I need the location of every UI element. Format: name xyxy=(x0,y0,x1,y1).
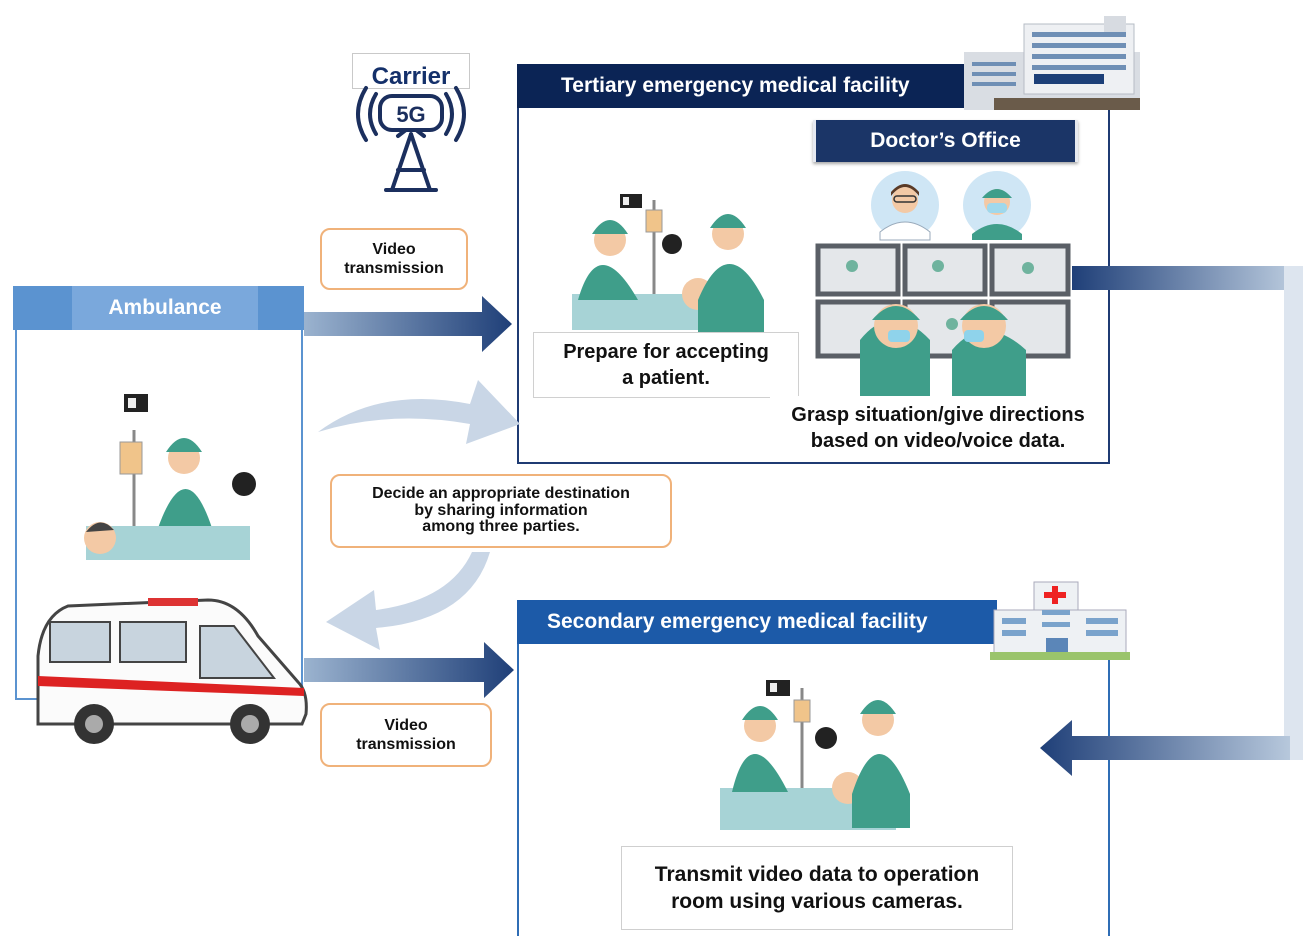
grasp-caption: Grasp situation/give directions based on… xyxy=(770,396,1106,460)
callout-mid-line3: among three parties. xyxy=(422,518,580,536)
prepare-caption: Prepare for accepting a patient. xyxy=(533,332,799,398)
surgeon-avatar-icon xyxy=(963,171,1031,240)
carrier-label: Carrier xyxy=(352,53,470,89)
arrow-to-tertiary xyxy=(304,296,512,352)
tertiary-facility-title: Tertiary emergency medical facility xyxy=(517,64,969,108)
prepare-caption-line2: a patient. xyxy=(622,367,710,389)
ambulance-care-illustration xyxy=(84,394,256,560)
curved-arrow-to-ambulance xyxy=(326,552,490,650)
monitor-wall-icon xyxy=(815,243,1071,396)
hospital-building-icon xyxy=(964,16,1140,110)
transmit-caption: Transmit video data to operation room us… xyxy=(621,846,1013,930)
curved-arrow-to-tertiary xyxy=(318,380,520,444)
arrow-to-secondary xyxy=(304,642,514,698)
prepare-scene-illustration xyxy=(572,194,764,332)
doctors-office-title: Doctor’s Office xyxy=(813,120,1078,162)
prepare-caption-line1: Prepare for accepting xyxy=(563,341,769,363)
video-transmission-callout-top: Video transmission xyxy=(320,228,468,290)
5g-label: 5G xyxy=(396,102,425,127)
5g-tower-icon: 5G xyxy=(356,86,466,192)
decide-destination-callout: Decide an appropriate destination by sha… xyxy=(330,474,672,548)
grasp-caption-line1: Grasp situation/give directions xyxy=(791,404,1085,426)
callout-mid-line2: by sharing information xyxy=(414,501,588,519)
ambulance-title-highlight xyxy=(72,286,258,330)
callout-top-line1: Video xyxy=(372,240,416,258)
ambulance-icon xyxy=(36,598,308,744)
video-transmission-callout-bottom: Video transmission xyxy=(320,703,492,767)
callout-bottom-line2: transmission xyxy=(356,736,456,753)
arrow-loop-right xyxy=(1072,266,1290,290)
arrow-to-secondary-from-right xyxy=(1040,720,1290,776)
callout-top-line2: transmission xyxy=(344,260,444,277)
arrow-loop-vertical xyxy=(1284,266,1303,760)
doctor-avatar-icon xyxy=(871,171,939,241)
secondary-scene-illustration xyxy=(720,680,910,830)
clinic-building-icon xyxy=(990,581,1130,660)
callout-mid-line1: Decide an appropriate destination xyxy=(372,484,630,502)
transmit-caption-line1: Transmit video data to operation xyxy=(654,862,980,886)
transmit-caption-line2: room using various cameras. xyxy=(671,890,963,913)
callout-bottom-line1: Video xyxy=(384,716,428,734)
ambulance-title: Ambulance xyxy=(108,296,222,319)
secondary-facility-title: Secondary emergency medical facility xyxy=(517,600,997,644)
grasp-caption-line2: based on video/voice data. xyxy=(810,430,1066,452)
